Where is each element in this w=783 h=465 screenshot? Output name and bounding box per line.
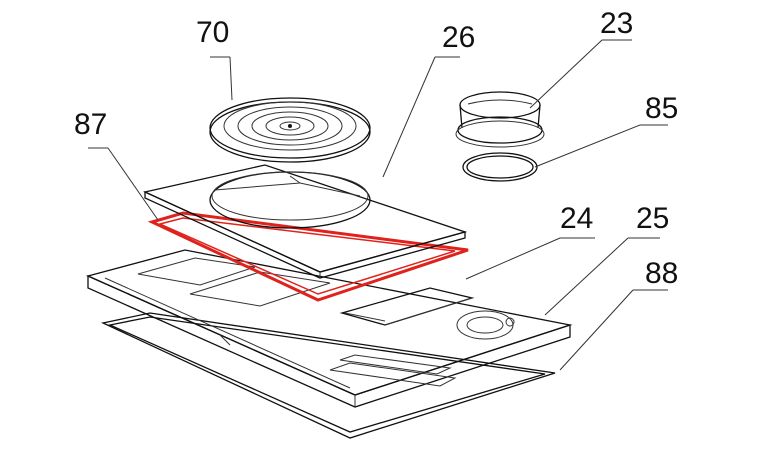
callout-26: 26 (442, 21, 475, 54)
callout-85: 85 (645, 92, 678, 125)
part-26-top-plate (142, 164, 468, 279)
part-87-gasket (147, 211, 469, 302)
part-85-o-ring (462, 152, 538, 182)
part-70-heating-element (209, 97, 371, 163)
callout-24: 24 (560, 202, 593, 235)
callout-25: 25 (636, 202, 669, 235)
leader-lines (88, 39, 668, 371)
part-25-base-plate (86, 249, 573, 408)
part-24-control-window (339, 287, 475, 326)
callout-23: 23 (600, 7, 633, 40)
part-88-bottom-seal (100, 312, 556, 439)
callout-88: 88 (645, 257, 678, 290)
callout-87: 87 (74, 108, 107, 141)
callout-70: 70 (196, 16, 229, 49)
part-23-knob (455, 91, 545, 148)
